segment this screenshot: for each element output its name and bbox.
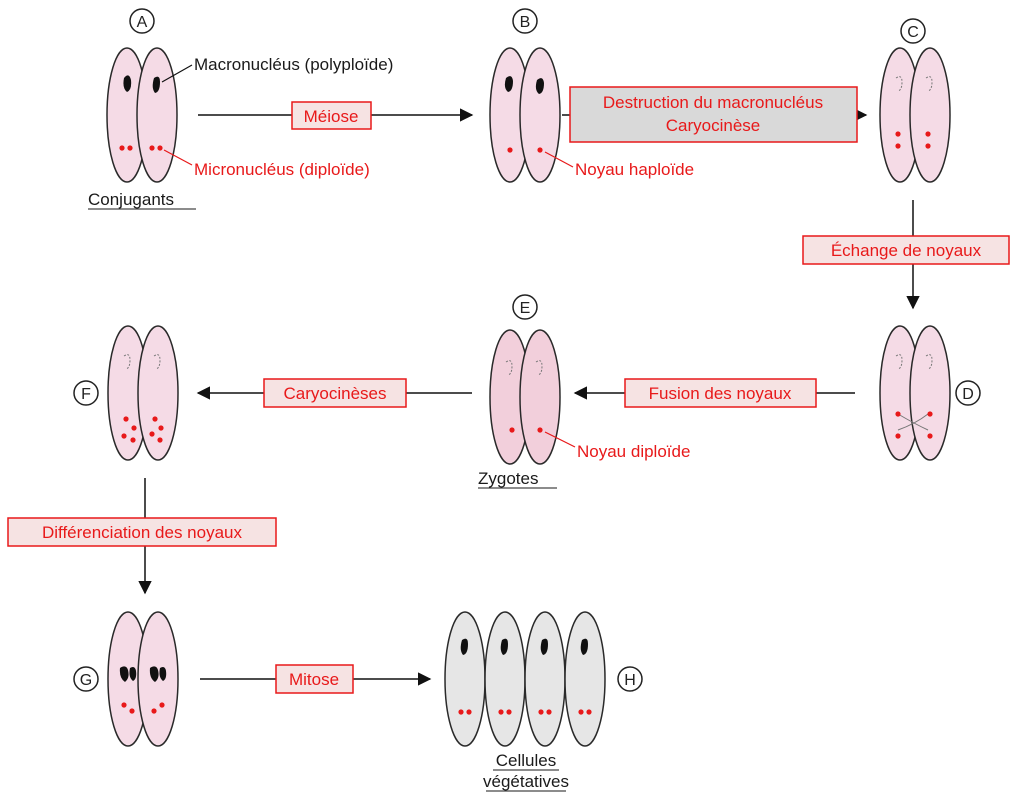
svg-text:G: G [80, 672, 92, 689]
svg-text:C: C [907, 24, 919, 41]
stage-marker-d: D [956, 381, 980, 405]
meiosis-box: Méiose [292, 102, 371, 129]
conjugants-label: Conjugants [88, 190, 174, 209]
fusion-box: Fusion des noyaux [625, 379, 816, 407]
haploid-nucleus-label: Noyau haploïde [575, 160, 694, 179]
vegetative-cells [445, 612, 605, 746]
svg-text:Fusion des noyaux: Fusion des noyaux [649, 384, 792, 403]
stage-marker-h: H [618, 667, 642, 691]
stage-marker-a: A [130, 9, 154, 33]
svg-text:Échange de noyaux: Échange de noyaux [831, 241, 982, 260]
svg-text:F: F [81, 386, 91, 403]
exchange-box: Échange de noyaux [803, 236, 1009, 264]
mitosis-box: Mitose [276, 665, 353, 693]
macronucleus-label: Macronucléus (polyploïde) [194, 55, 393, 74]
svg-text:B: B [520, 14, 531, 31]
svg-text:Différenciation des noyaux: Différenciation des noyaux [42, 523, 243, 542]
karyokineses-box: Caryocinèses [264, 379, 406, 407]
differentiation-box: Différenciation des noyaux [8, 518, 276, 546]
svg-text:D: D [962, 386, 974, 403]
cell-pair-c [880, 48, 950, 182]
svg-text:Caryocinèse: Caryocinèse [666, 116, 761, 135]
svg-text:Méiose: Méiose [304, 107, 359, 126]
svg-text:Destruction du macronucléus: Destruction du macronucléus [603, 93, 823, 112]
cell-pair-g [108, 612, 178, 746]
zygotes-label: Zygotes [478, 469, 538, 488]
cell-pair-a [107, 48, 177, 182]
stage-marker-b: B [513, 9, 537, 33]
vegetative-label-line1: Cellules [496, 751, 556, 770]
cell-pair-b [490, 48, 560, 182]
svg-text:A: A [137, 14, 148, 31]
cell-pair-f [108, 326, 178, 460]
svg-text:Mitose: Mitose [289, 670, 339, 689]
svg-text:H: H [624, 672, 636, 689]
vegetative-label-line2: végétatives [483, 772, 569, 791]
svg-text:E: E [520, 300, 531, 317]
micronucleus-label: Micronucléus (diploïde) [194, 160, 370, 179]
svg-text:Caryocinèses: Caryocinèses [284, 384, 387, 403]
stage-marker-e: E [513, 295, 537, 319]
cell-pair-e [490, 330, 560, 464]
diploid-nucleus-label: Noyau diploïde [577, 442, 690, 461]
cell-pair-d [880, 326, 950, 460]
stage-marker-c: C [901, 19, 925, 43]
destruction-box: Destruction du macronucléus Caryocinèse [570, 87, 857, 142]
stage-marker-f: F [74, 381, 98, 405]
stage-marker-g: G [74, 667, 98, 691]
